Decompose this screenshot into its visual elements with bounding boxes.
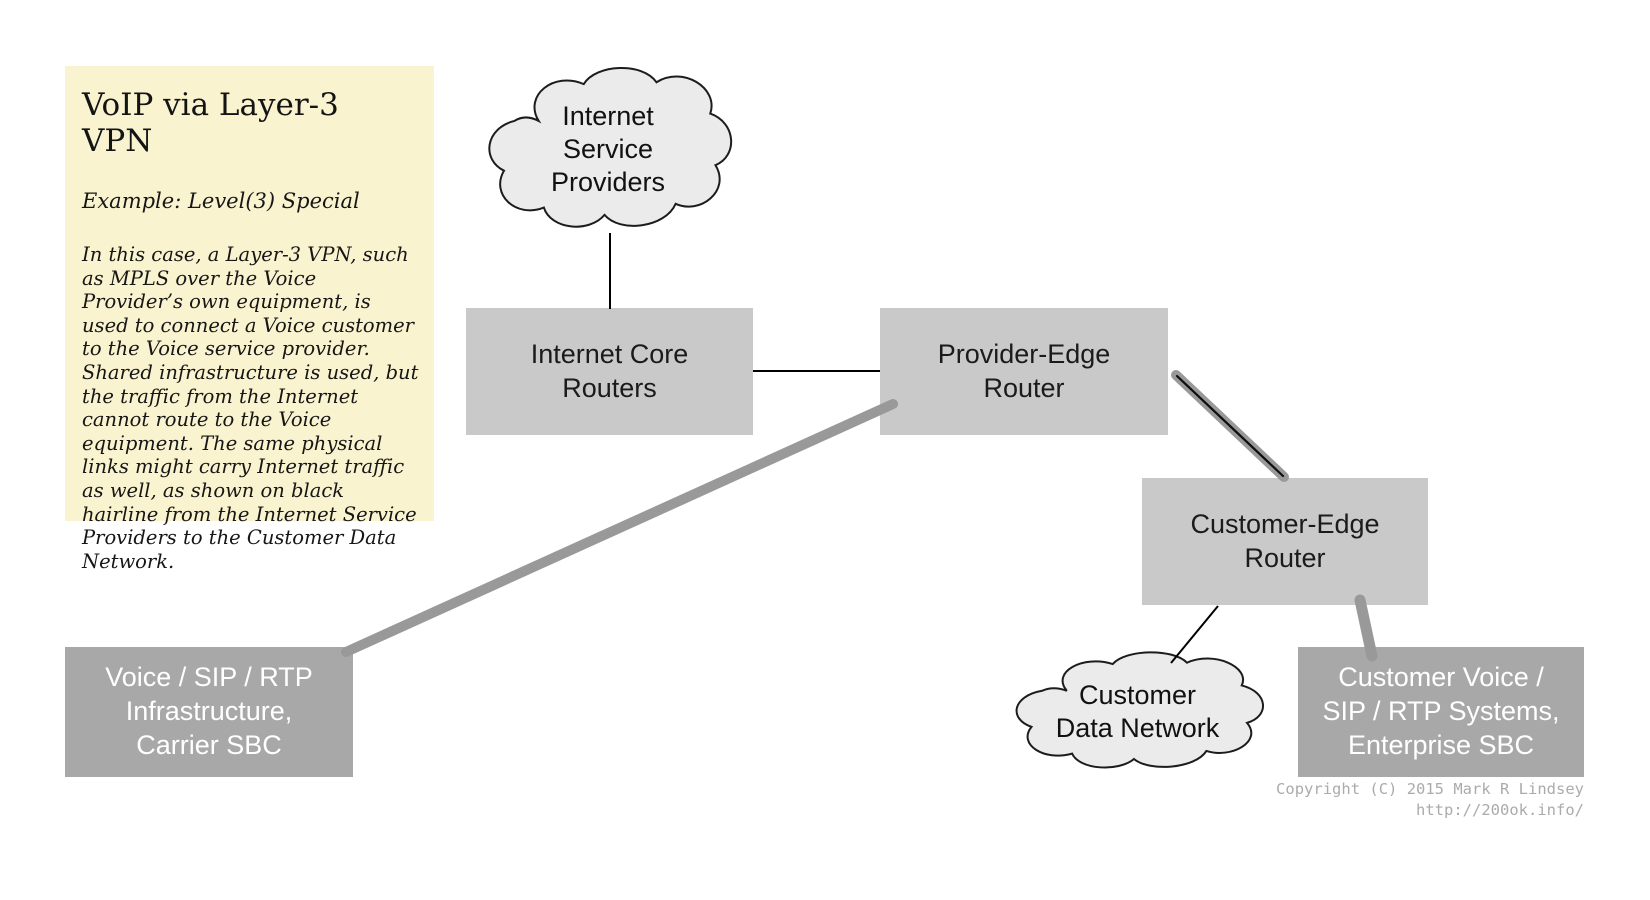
isp-cloud-node: Internet Service Providers: [478, 62, 738, 237]
customer-data-network-cloud-label: Customer Data Network: [1055, 679, 1220, 743]
carrier-voice-infrastructure-box: Voice / SIP / RTP Infrastructure, Carrie…: [65, 647, 353, 777]
note-body: In this case, a Layer-3 VPN, such as MPL…: [82, 243, 419, 573]
internet-core-routers-box: Internet Core Routers: [466, 308, 753, 435]
isp-cloud-label: Internet Service Providers: [550, 101, 666, 197]
customer-data-network-cloud-node: Customer Data Network: [1005, 648, 1270, 775]
customer-edge-router-label: Customer-Edge Router: [1190, 508, 1380, 573]
cloud-icon: [478, 62, 738, 237]
customer-voice-systems-box: Customer Voice / SIP / RTP Systems, Ente…: [1298, 647, 1584, 777]
provider-edge-router-label: Provider-Edge Router: [937, 338, 1111, 403]
note-panel: VoIP via Layer-3 VPN Example: Level(3) S…: [65, 66, 434, 573]
carrier-voice-infrastructure-label: Voice / SIP / RTP Infrastructure, Carrie…: [105, 662, 313, 760]
cloud-icon: [1005, 648, 1270, 775]
provider-edge-router-box: Provider-Edge Router: [880, 308, 1168, 435]
connector-provider-edge-to-customer-edge-gray: [1171, 370, 1289, 482]
copyright-block: Copyright (C) 2015 Mark R Lindsey http:/…: [1276, 779, 1584, 821]
internet-core-routers-label: Internet Core Routers: [530, 338, 689, 403]
customer-voice-systems-label: Customer Voice / SIP / RTP Systems, Ente…: [1322, 662, 1560, 760]
copyright-url: http://200ok.info/: [1416, 801, 1584, 819]
customer-edge-router-box: Customer-Edge Router: [1142, 478, 1428, 605]
connector-provider-edge-to-customer-edge-hairline: [1175, 374, 1285, 478]
note-subtitle: Example: Level(3) Special: [82, 189, 360, 213]
copyright-line: Copyright (C) 2015 Mark R Lindsey: [1276, 780, 1584, 798]
note-title: VoIP via Layer-3 VPN: [82, 87, 339, 159]
